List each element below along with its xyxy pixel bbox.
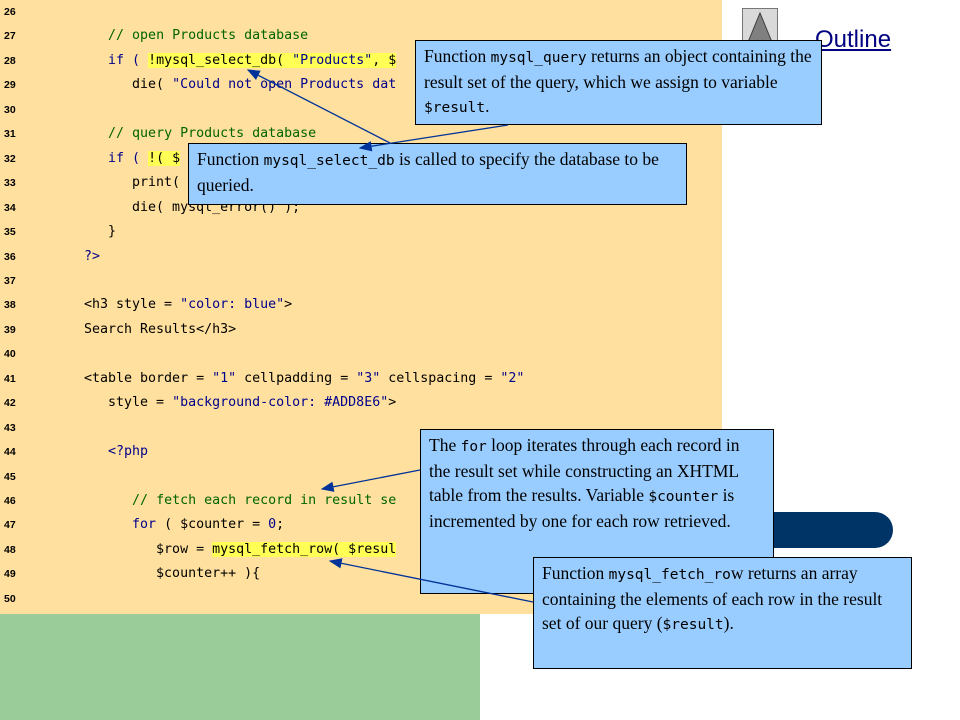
callout-mysql-select-db: Function mysql_select_db is called to sp…	[188, 143, 687, 205]
line-number: 40	[4, 348, 16, 361]
line-number: 36	[4, 250, 16, 263]
callout-text: is incremented by one for each row retri…	[429, 485, 735, 531]
line-number: 47	[4, 519, 16, 532]
callout-text: ).	[723, 613, 734, 633]
line-number: 48	[4, 543, 16, 556]
line-number: 37	[4, 274, 16, 287]
code-text: for ( $counter = 0;	[132, 517, 285, 533]
code-text: ?>	[84, 248, 101, 264]
code-text: <?php	[84, 444, 149, 460]
code-text: if ( !mysql_select_db( "Products", $	[108, 52, 397, 68]
code-text: if ( !( $	[108, 150, 181, 166]
line-number: 28	[4, 54, 16, 67]
callout-text: Function	[542, 563, 609, 583]
code-term: for	[460, 439, 487, 455]
callout-mysql-query: Function mysql_query returns an object c…	[415, 40, 822, 125]
code-term: mysql_select_db	[263, 153, 395, 169]
callout-text: The	[429, 435, 461, 455]
callout-text: Function	[424, 46, 491, 66]
line-number: 45	[4, 470, 16, 483]
line-number: 39	[4, 323, 16, 336]
code-term: mysql_fetch_ro	[608, 567, 731, 583]
line-number: 44	[4, 446, 16, 459]
outline-link[interactable]: Outline	[815, 26, 892, 53]
line-number: 30	[4, 103, 16, 116]
code-text: // fetch each record in result se	[132, 493, 397, 508]
code-text: <table border = "1" cellpadding = "3" ce…	[84, 370, 525, 386]
line-number: 31	[4, 128, 16, 141]
callout-text: loop iterates through each record in the…	[429, 435, 740, 505]
line-number: 43	[4, 421, 16, 434]
line-number: 42	[4, 397, 16, 410]
code-term: $result	[662, 617, 724, 633]
code-text: style = "background-color: #ADD8E6">	[84, 395, 397, 411]
callout-text: Function	[197, 149, 264, 169]
code-text: $counter++ ){	[84, 566, 261, 582]
code-text: print(	[84, 175, 181, 191]
line-number: 50	[4, 592, 16, 605]
line-number: 49	[4, 568, 16, 581]
line-number: 33	[4, 177, 16, 190]
line-number: 29	[4, 79, 16, 92]
line-number: 34	[4, 201, 16, 214]
line-number: 41	[4, 372, 16, 385]
code-term: mysql_query	[490, 50, 587, 66]
code-term: $result	[424, 100, 486, 116]
callout-text: .	[485, 96, 490, 116]
callout-text: w returns an array containing the elemen…	[542, 563, 883, 633]
code-text: $row = mysql_fetch_row( $resul	[84, 541, 397, 557]
callout-text: is called to specify the database to be …	[197, 149, 659, 195]
code-text: die( "Could not open Products dat	[84, 77, 397, 93]
callout-mysql-fetch-row: Function mysql_fetch_row returns an arra…	[533, 557, 912, 669]
line-number: 46	[4, 495, 16, 507]
code-text: Search Results</h3>	[84, 321, 237, 337]
line-number: 26	[4, 6, 16, 18]
code-text: <h3 style = "color: blue">	[84, 297, 293, 313]
callout-text: returns an object containing the result …	[424, 46, 812, 92]
code-term: $counter	[648, 489, 719, 505]
line-number: 32	[4, 152, 16, 165]
line-number: 38	[4, 299, 16, 312]
line-number: 35	[4, 226, 16, 239]
line-number: 27	[4, 30, 16, 43]
code-text: }	[84, 224, 117, 240]
code-text: // open Products database	[108, 28, 309, 44]
